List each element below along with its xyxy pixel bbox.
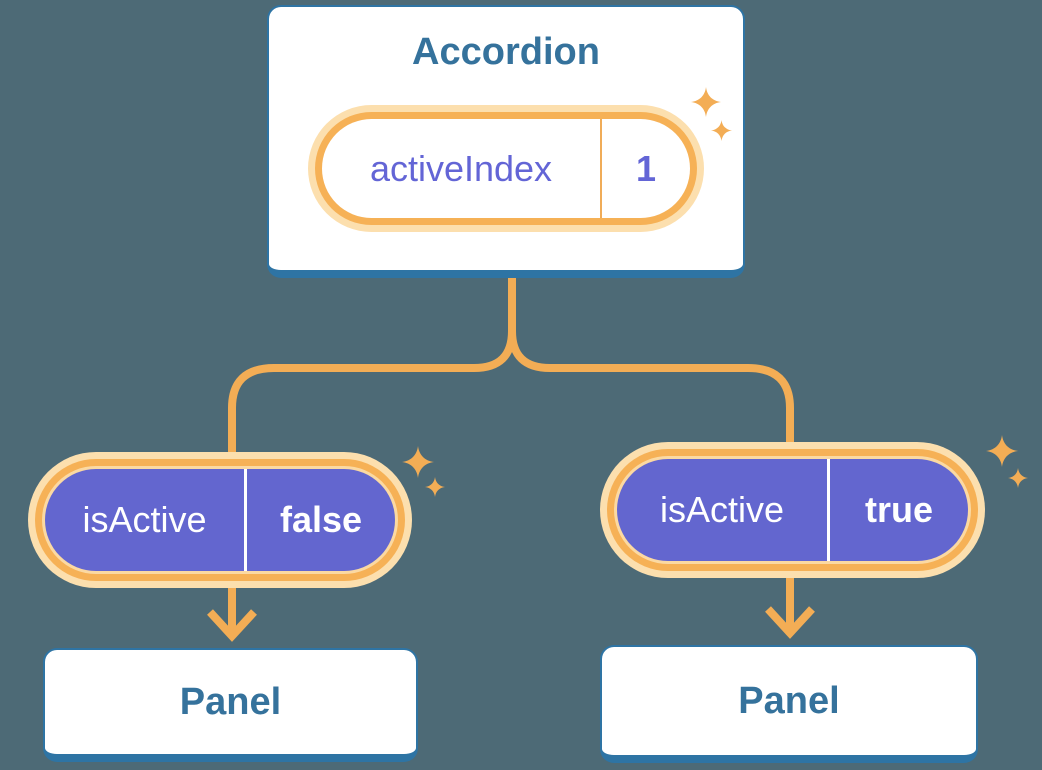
- panel-node-right: Panel: [600, 645, 978, 763]
- accordion-node: Accordion activeIndex 1: [267, 5, 745, 278]
- accordion-title: Accordion: [412, 31, 600, 73]
- sparkle-icon: [1008, 468, 1028, 488]
- state-name-label: activeIndex: [369, 147, 553, 189]
- pill-divider: [244, 469, 247, 571]
- panel-title: Panel: [179, 680, 282, 723]
- panel-node-left: Panel: [43, 648, 418, 762]
- pill-divider: [827, 459, 830, 561]
- arrowhead-left-icon: [207, 609, 257, 642]
- sparkle-icon: [711, 120, 732, 141]
- prop-name-label: isActive: [82, 499, 207, 540]
- arrowhead-right-icon: [765, 606, 815, 639]
- prop-pill-right: isActive true: [617, 459, 968, 561]
- branch-right-line: [508, 330, 794, 633]
- prop-value-label: false: [279, 499, 363, 540]
- sparkle-icon: [402, 446, 434, 478]
- sparkle-icon: [691, 87, 721, 117]
- branch-left-line: [228, 330, 516, 636]
- state-token: activeIndex 1: [322, 119, 690, 218]
- prop-name-label: isActive: [659, 489, 785, 530]
- token-divider: [600, 119, 602, 218]
- prop-pill-left: isActive false: [45, 469, 395, 571]
- sparkle-icon: [425, 477, 445, 497]
- prop-value-label: true: [864, 489, 933, 530]
- state-value-label: 1: [635, 147, 657, 189]
- sparkle-icon: [986, 435, 1018, 467]
- panel-title: Panel: [738, 679, 840, 722]
